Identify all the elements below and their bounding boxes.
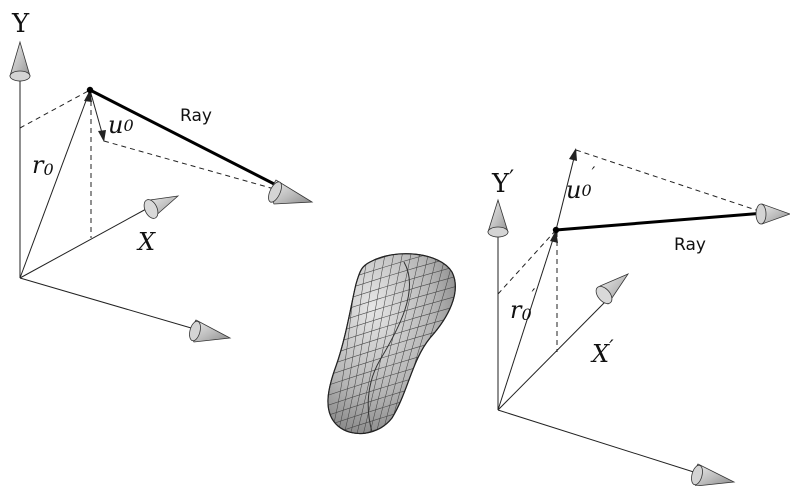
right-z-axis	[497, 409, 701, 475]
left-dashed-direction-end	[103, 140, 279, 191]
right-position-label: r0′	[510, 285, 536, 324]
mesh-surface-object	[327, 253, 456, 435]
right-ray-line	[555, 211, 765, 232]
right-y-axis-cone-icon	[487, 198, 509, 238]
left-x-axis-cone-icon	[143, 195, 180, 219]
left-dashed-to-y	[19, 89, 91, 129]
mesh-grid-line	[374, 253, 421, 434]
right-ray-origin-dot	[552, 226, 560, 234]
left-frame: Y X r0 u0 Ray	[9, 9, 314, 343]
right-ray-label: Ray	[674, 235, 706, 255]
right-position-vector	[497, 229, 557, 411]
mesh-grid-line	[355, 253, 395, 434]
right-z-axis-cone-icon	[691, 463, 736, 486]
mesh-grid-line	[336, 253, 369, 434]
right-direction-arrowhead	[569, 148, 577, 161]
left-x-axis-label: X	[136, 228, 156, 256]
right-ray-cone-icon	[755, 203, 790, 225]
left-y-axis-cone-icon	[9, 40, 31, 82]
right-dashed-to-y	[497, 229, 557, 295]
left-x-axis	[19, 207, 149, 279]
left-position-label: r0	[32, 151, 54, 179]
right-direction-label: u0′	[566, 163, 596, 204]
left-position-vector	[19, 89, 91, 279]
right-direction-vector	[555, 149, 577, 231]
left-direction-label: u0	[108, 111, 134, 139]
right-position-arrowhead	[550, 230, 558, 243]
right-x-axis-cone-icon	[595, 273, 630, 305]
left-ray-line	[89, 88, 283, 190]
left-z-axis	[19, 277, 199, 331]
right-y-axis-label: Y′	[491, 167, 514, 199]
left-y-axis-label: Y	[11, 9, 30, 39]
left-ray-cone-icon	[268, 179, 314, 205]
mesh-grid-line	[387, 253, 438, 434]
left-z-axis-cone-icon	[189, 319, 232, 343]
mesh-grid-line	[367, 253, 413, 434]
right-x-axis-label: X′	[590, 335, 614, 368]
right-x-axis	[497, 301, 606, 411]
right-dashed-direction-end	[575, 149, 763, 213]
mesh-grid-line	[348, 253, 387, 434]
mesh-grid-line	[380, 253, 430, 434]
left-ray-origin-dot	[86, 86, 94, 94]
left-direction-arrowhead	[98, 130, 106, 142]
right-frame: Y′ X′ r0′ u0′ Ray	[487, 148, 790, 486]
left-ray-label: Ray	[180, 106, 212, 126]
